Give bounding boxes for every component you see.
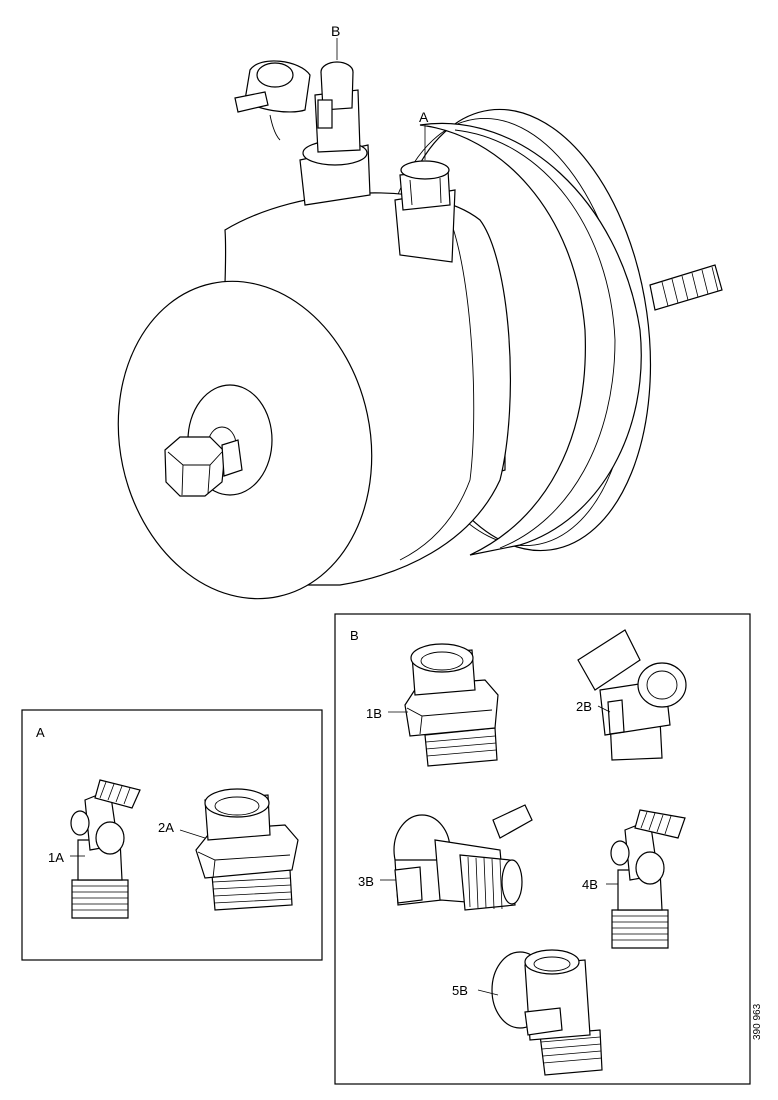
box-b-title: B [350, 628, 359, 643]
fitting-3b [393, 804, 533, 911]
push-rod-stud [649, 264, 723, 311]
fitting-1b [404, 643, 499, 767]
document-id: 390 963 [752, 1003, 763, 1040]
port-a-fitting [394, 160, 456, 263]
detail-box-a: A 1A 2A [21, 709, 323, 961]
callout-a: A [419, 109, 429, 125]
label-1b: 1B [366, 706, 382, 721]
fitting-1a [70, 779, 141, 919]
hex-plug [164, 436, 243, 497]
box-a-title: A [36, 725, 45, 740]
fitting-4b [610, 809, 686, 949]
detail-box-b: B 1B 2B [334, 613, 751, 1085]
port-b-fitting [234, 60, 371, 206]
brake-chamber-illustration: B A [117, 23, 723, 600]
label-5b: 5B [452, 983, 468, 998]
callout-b: B [331, 23, 340, 39]
fitting-5b [491, 949, 603, 1076]
label-4b: 4B [582, 877, 598, 892]
label-1a: 1A [48, 850, 64, 865]
fitting-2b [577, 629, 687, 761]
label-3b: 3B [358, 874, 374, 889]
label-2b: 2B [576, 699, 592, 714]
label-2a: 2A [158, 820, 174, 835]
fitting-2a [195, 788, 299, 911]
